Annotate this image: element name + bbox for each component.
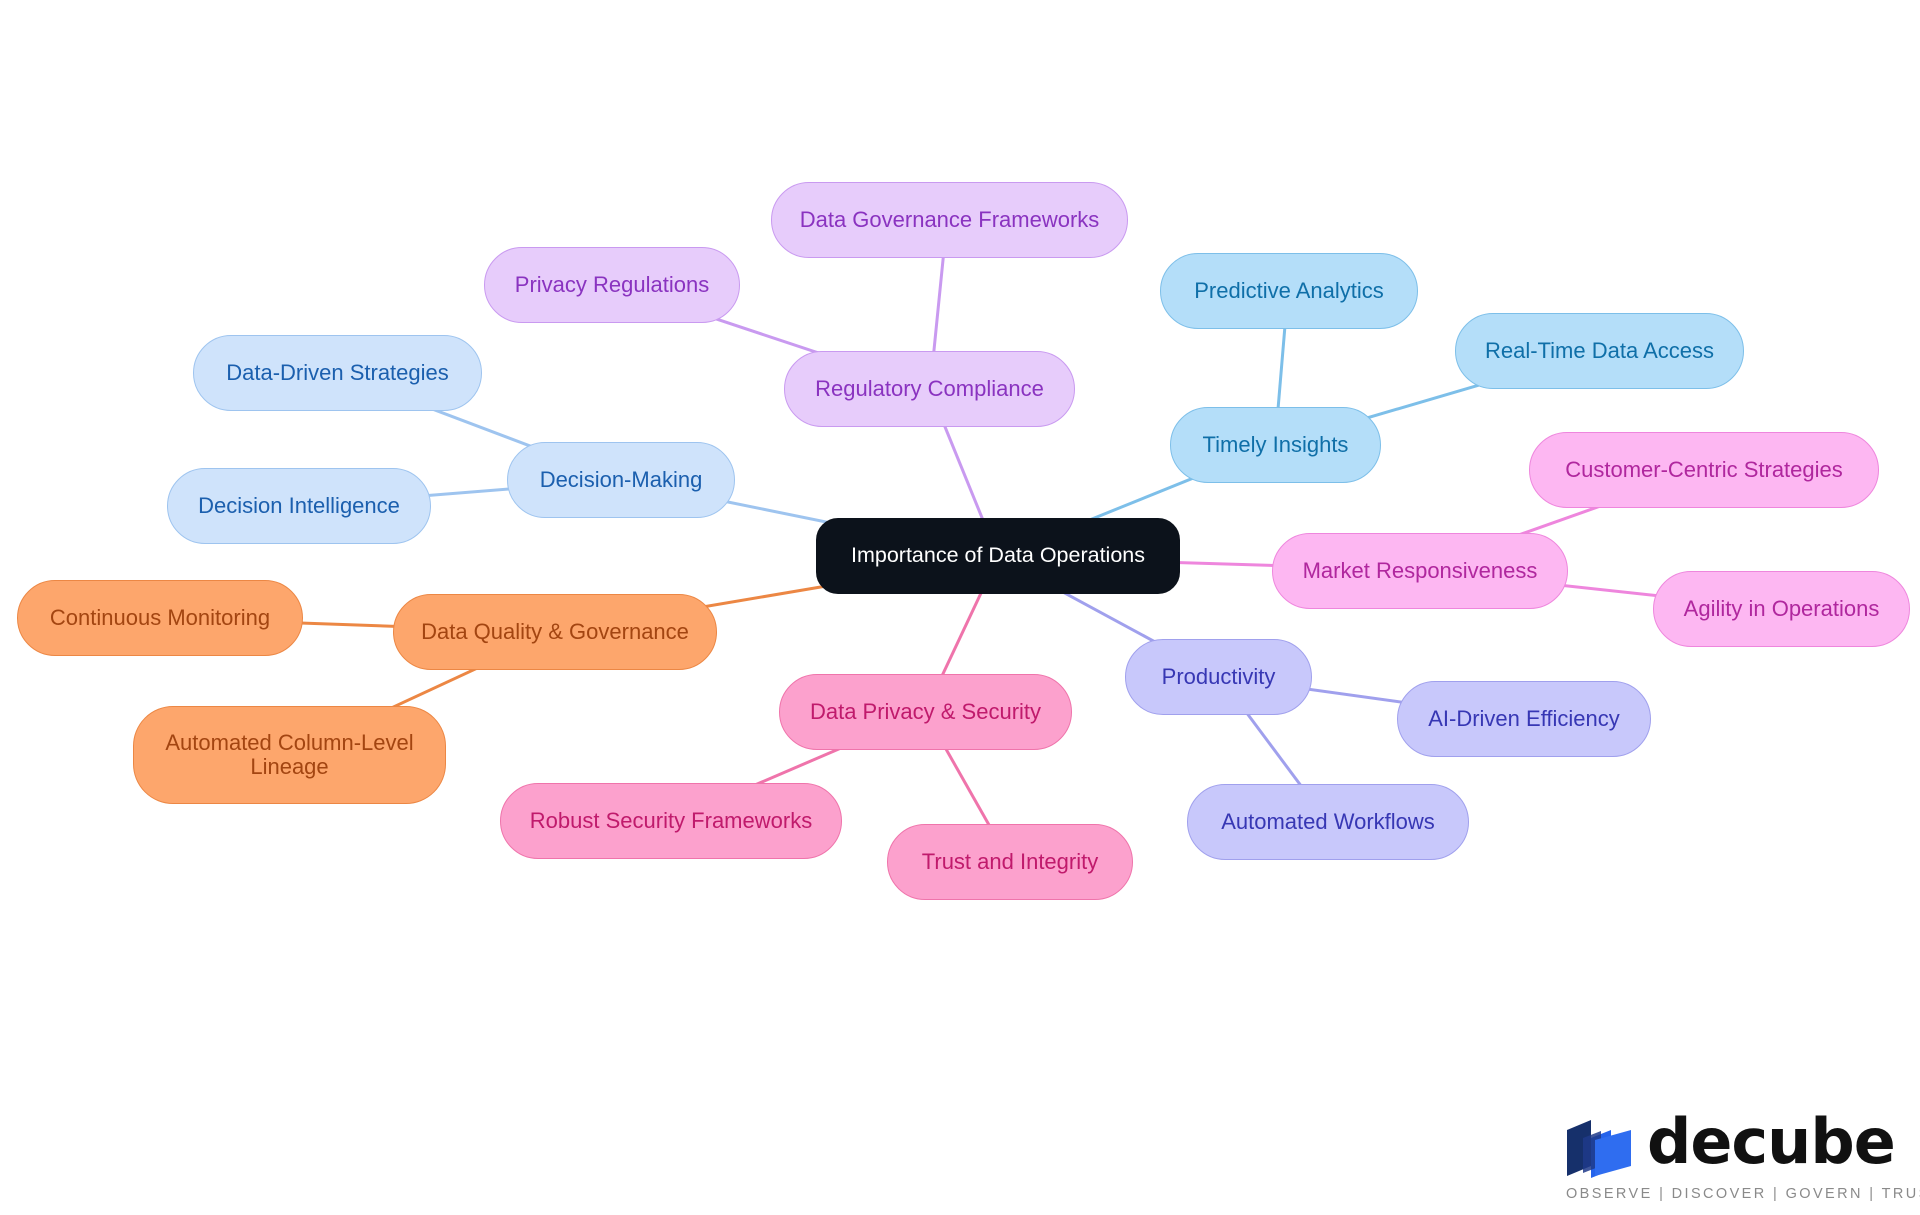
node-regulatory-compliance: Regulatory Compliance	[784, 351, 1075, 427]
node-decision-making: Decision-Making	[507, 442, 735, 518]
decube-logo: decube OBSERVE | DISCOVER | GOVERN | TRU…	[1565, 1105, 1920, 1205]
node-predictive-analytics: Predictive Analytics	[1160, 253, 1418, 329]
logo-tagline: OBSERVE | DISCOVER | GOVERN | TRUST	[1566, 1186, 1920, 1202]
node-robust-security-frameworks: Robust Security Frameworks	[500, 783, 842, 859]
node-trust-and-integrity: Trust and Integrity	[887, 824, 1133, 900]
node-real-time-data-access: Real-Time Data Access	[1455, 313, 1744, 389]
node-market-responsiveness: Market Responsiveness	[1272, 533, 1568, 609]
node-data-quality-governance: Data Quality & Governance	[393, 594, 717, 670]
node-timely-insights: Timely Insights	[1170, 407, 1381, 483]
center-node: Importance of Data Operations	[816, 518, 1180, 594]
node-data-driven-strategies: Data-Driven Strategies	[193, 335, 482, 411]
node-agility-in-operations: Agility in Operations	[1653, 571, 1910, 647]
node-data-privacy-security: Data Privacy & Security	[779, 674, 1072, 750]
node-productivity: Productivity	[1125, 639, 1312, 715]
node-automated-workflows: Automated Workflows	[1187, 784, 1469, 860]
logo-wordmark: decube	[1647, 1105, 1896, 1178]
node-customer-centric-strategies: Customer-Centric Strategies	[1529, 432, 1879, 508]
node-ai-driven-efficiency: AI-Driven Efficiency	[1397, 681, 1651, 757]
node-privacy-regulations: Privacy Regulations	[484, 247, 740, 323]
decube-cube-logo-icon	[1567, 1120, 1631, 1178]
node-automated-column-level-lineage: Automated Column-Level Lineage	[133, 706, 446, 804]
node-decision-intelligence: Decision Intelligence	[167, 468, 431, 544]
node-continuous-monitoring: Continuous Monitoring	[17, 580, 303, 656]
node-data-governance-frameworks: Data Governance Frameworks	[771, 182, 1128, 258]
